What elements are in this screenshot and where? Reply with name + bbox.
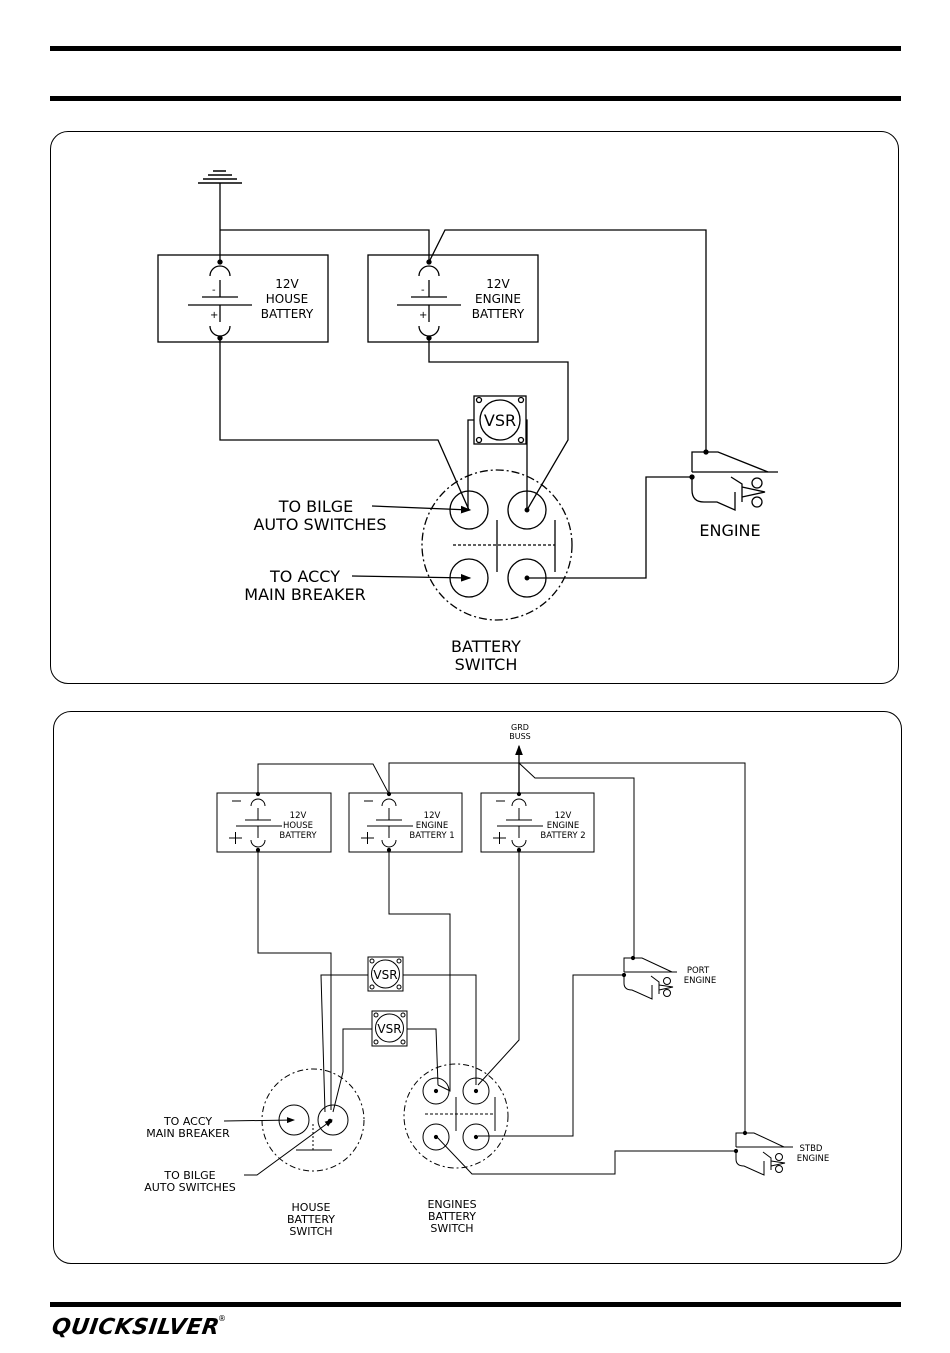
engine-battery-minus: - bbox=[421, 285, 425, 296]
house-battery-2-label-1: 12V bbox=[290, 811, 307, 821]
positive-wires bbox=[219, 338, 690, 579]
stbd-engine-outboard-icon bbox=[733, 1130, 793, 1176]
stbd-engine-label-1: STBD bbox=[800, 1144, 823, 1154]
engine-label: ENGINE bbox=[699, 521, 760, 540]
house-switch-label-2: BATTERY bbox=[287, 1213, 335, 1226]
engines-switch-label-3: SWITCH bbox=[430, 1222, 473, 1235]
battery-switch-label-1: BATTERY bbox=[451, 637, 521, 656]
house-battery-2-label-3: BATTERY bbox=[279, 831, 317, 841]
quicksilver-logo: QUICKSILVER bbox=[50, 1315, 222, 1340]
negative-wires-2 bbox=[257, 762, 746, 1131]
header-rule bbox=[50, 96, 901, 101]
port-engine-label-2: ENGINE bbox=[684, 976, 717, 986]
engine-battery-2-label-1: 12V bbox=[555, 811, 572, 821]
vsr-upper-label: VSR bbox=[373, 968, 397, 982]
twin-engine-diagram-panel bbox=[53, 711, 902, 1264]
top-rule bbox=[50, 46, 901, 51]
negative-wires bbox=[219, 183, 707, 452]
vsr-relay-lower bbox=[332, 1010, 439, 1113]
engines-switch-label-1: ENGINES bbox=[427, 1198, 476, 1211]
bilge-label-2: AUTO SWITCHES bbox=[253, 515, 386, 534]
engine-battery-2-label-3: BATTERY 2 bbox=[540, 831, 585, 841]
engine-battery-1 bbox=[348, 791, 463, 853]
vsr-lower-label: VSR bbox=[377, 1022, 401, 1036]
battery-switch-label-2: SWITCH bbox=[455, 655, 518, 674]
house-battery bbox=[157, 254, 329, 343]
bilge-2-label-1: TO BILGE bbox=[163, 1169, 215, 1182]
port-engine-label-1: PORT bbox=[687, 966, 710, 976]
engine-battery-label-3: BATTERY bbox=[472, 307, 525, 321]
bilge-label-1: TO BILGE bbox=[278, 497, 354, 516]
engine-battery-1-label-1: 12V bbox=[424, 811, 441, 821]
engine-battery-1-label-3: BATTERY 1 bbox=[409, 831, 454, 841]
engine-outboard-icon bbox=[689, 449, 778, 512]
house-battery-minus: - bbox=[212, 285, 216, 296]
accy-label-1: TO ACCY bbox=[269, 567, 340, 586]
ground-symbol-icon bbox=[198, 170, 242, 184]
bilge-arrow bbox=[371, 505, 472, 514]
engine-battery-plus: + bbox=[419, 310, 427, 321]
engine-battery-1-label-2: ENGINE bbox=[416, 821, 449, 831]
vsr-relay bbox=[467, 395, 528, 510]
accy-2-label-2: MAIN BREAKER bbox=[146, 1127, 230, 1140]
house-switch-label-1: HOUSE bbox=[292, 1201, 331, 1214]
engine-battery-label-1: 12V bbox=[486, 277, 510, 291]
accy-arrow bbox=[351, 573, 472, 582]
accy-label-2: MAIN BREAKER bbox=[244, 585, 365, 604]
engines-battery-switch bbox=[403, 1063, 509, 1169]
battery-switch bbox=[421, 469, 573, 621]
house-battery-plus: + bbox=[210, 310, 218, 321]
port-engine-outboard-icon bbox=[621, 955, 677, 1000]
footer-rule bbox=[50, 1302, 901, 1307]
accy-arrow-2 bbox=[223, 1117, 295, 1124]
engine-battery-label-2: ENGINE bbox=[475, 292, 521, 306]
registered-mark: ® bbox=[218, 1314, 226, 1323]
house-battery-2 bbox=[216, 791, 332, 853]
house-battery-label-2: HOUSE bbox=[266, 292, 308, 306]
positive-wires-2 bbox=[257, 850, 737, 1175]
house-switch-label-3: SWITCH bbox=[289, 1225, 332, 1238]
bilge-arrow-2 bbox=[244, 1119, 333, 1176]
house-battery-label-3: BATTERY bbox=[261, 307, 314, 321]
engine-battery bbox=[367, 254, 539, 343]
engines-switch-label-2: BATTERY bbox=[428, 1210, 476, 1223]
grd-buss-label-2: BUSS bbox=[509, 732, 531, 741]
engine-battery-2-label-2: ENGINE bbox=[547, 821, 580, 831]
house-battery-2-label-2: HOUSE bbox=[283, 821, 313, 831]
grd-buss-label-1: GRD bbox=[511, 723, 529, 732]
vsr-label: VSR bbox=[484, 411, 516, 430]
house-battery-label-1: 12V bbox=[275, 277, 299, 291]
stbd-engine-label-2: ENGINE bbox=[797, 1154, 830, 1164]
single-engine-diagram-panel bbox=[50, 131, 899, 684]
engine-battery-2 bbox=[480, 791, 595, 853]
bilge-2-label-2: AUTO SWITCHES bbox=[144, 1181, 236, 1194]
accy-2-label-1: TO ACCY bbox=[163, 1115, 212, 1128]
vsr-relay-upper bbox=[320, 956, 477, 1113]
